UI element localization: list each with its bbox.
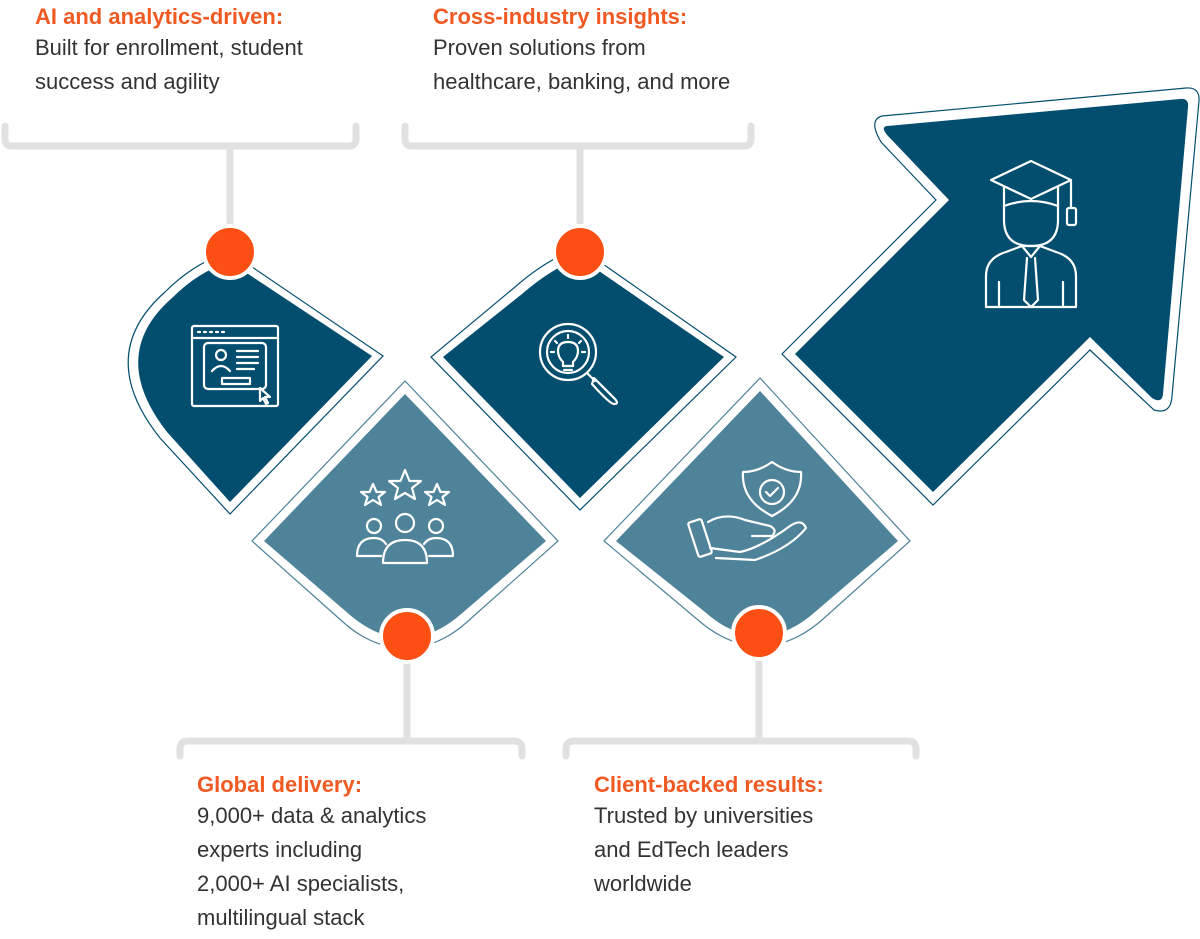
profile-window-icon	[190, 324, 280, 408]
callout-body: Proven solutions from healthcare, bankin…	[433, 31, 773, 99]
graduate-icon	[984, 159, 1078, 309]
callout-body: Trusted by universities and EdTech leade…	[594, 799, 894, 901]
callout-ai-analytics: AI and analytics-driven: Built for enrol…	[35, 3, 355, 99]
callout-line: Built for enrollment, student	[35, 35, 303, 60]
callout-line: success and agility	[35, 69, 220, 94]
callout-line: 9,000+ data & analytics	[197, 803, 427, 828]
callout-title: Client-backed results:	[594, 772, 824, 797]
rating-team-icon	[355, 468, 455, 565]
dot-3	[379, 608, 435, 664]
callout-client-backed: Client-backed results: Trusted by univer…	[594, 771, 894, 901]
dot-4	[731, 605, 787, 661]
callout-title: AI and analytics-driven:	[35, 4, 284, 29]
arrow-shape	[781, 87, 1200, 506]
dot-2	[552, 224, 608, 280]
callout-cross-industry: Cross-industry insights: Proven solution…	[433, 3, 773, 99]
bracket-4	[562, 737, 920, 760]
callout-line: experts including	[197, 837, 363, 862]
callout-line: Proven solutions from	[433, 35, 646, 60]
callout-line: 2,000+ AI specialists,	[197, 871, 405, 896]
shield-hand-icon	[687, 460, 808, 562]
callout-title: Global delivery:	[197, 772, 363, 797]
dot-1	[202, 224, 258, 280]
bracket-2	[401, 122, 755, 150]
callout-body: Built for enrollment, student success an…	[35, 31, 355, 99]
callout-line: and EdTech leaders	[594, 837, 789, 862]
shape-1	[127, 251, 384, 515]
bracket-3	[176, 737, 526, 760]
callout-line: multilingual stack	[197, 905, 365, 930]
callout-line: Trusted by universities	[594, 803, 814, 828]
callout-line: healthcare, banking, and more	[433, 69, 731, 94]
lightbulb-magnifier-icon	[538, 322, 619, 406]
callout-line: worldwide	[594, 871, 692, 896]
bracket-1	[1, 122, 360, 150]
callout-body: 9,000+ data & analytics experts includin…	[197, 799, 497, 935]
callout-global-delivery: Global delivery: 9,000+ data & analytics…	[197, 771, 497, 935]
callout-title: Cross-industry insights:	[433, 4, 688, 29]
